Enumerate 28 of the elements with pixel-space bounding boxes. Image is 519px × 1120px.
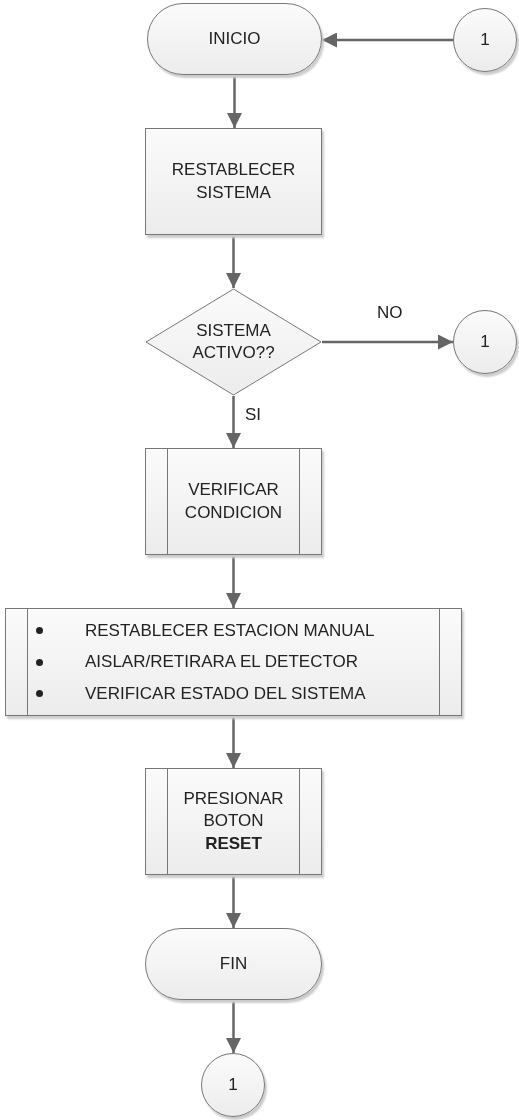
arrow (322, 334, 453, 350)
arrow (226, 875, 241, 928)
arrow (226, 1000, 241, 1053)
node-text: INICIO (207, 27, 262, 50)
arrow (226, 396, 241, 448)
node-text: 1 (479, 330, 491, 353)
list-item: VERIFICAR ESTADO DEL SISTEMA (85, 682, 366, 705)
node-text: FIN (218, 952, 249, 975)
node-text: 1 (227, 1073, 239, 1096)
process-box (145, 128, 322, 235)
subprocess-box (5, 608, 462, 716)
arrow (226, 235, 241, 288)
arrow (226, 555, 241, 608)
node-text: 1 (479, 28, 491, 51)
terminator-shape (145, 928, 322, 1000)
subprocess-box (145, 768, 322, 875)
node-text: SISTEMA ACTIVO?? (191, 319, 276, 364)
list-item: RESTABLECER ESTACION MANUAL (85, 619, 375, 642)
node-text: RESTABLECER SISTEMA (170, 159, 297, 204)
arrow (226, 716, 241, 768)
subprocess-box (145, 448, 322, 555)
node-text: PRESIONAR BOTON RESET (182, 788, 285, 855)
list-item: AISLAR/RETIRARA EL DETECTOR (85, 651, 358, 674)
node-text: VERIFICAR CONDICION (183, 479, 284, 524)
arrow (227, 75, 242, 128)
arrow (322, 32, 453, 48)
decision-diamond (145, 288, 322, 396)
terminator-shape (147, 3, 322, 75)
